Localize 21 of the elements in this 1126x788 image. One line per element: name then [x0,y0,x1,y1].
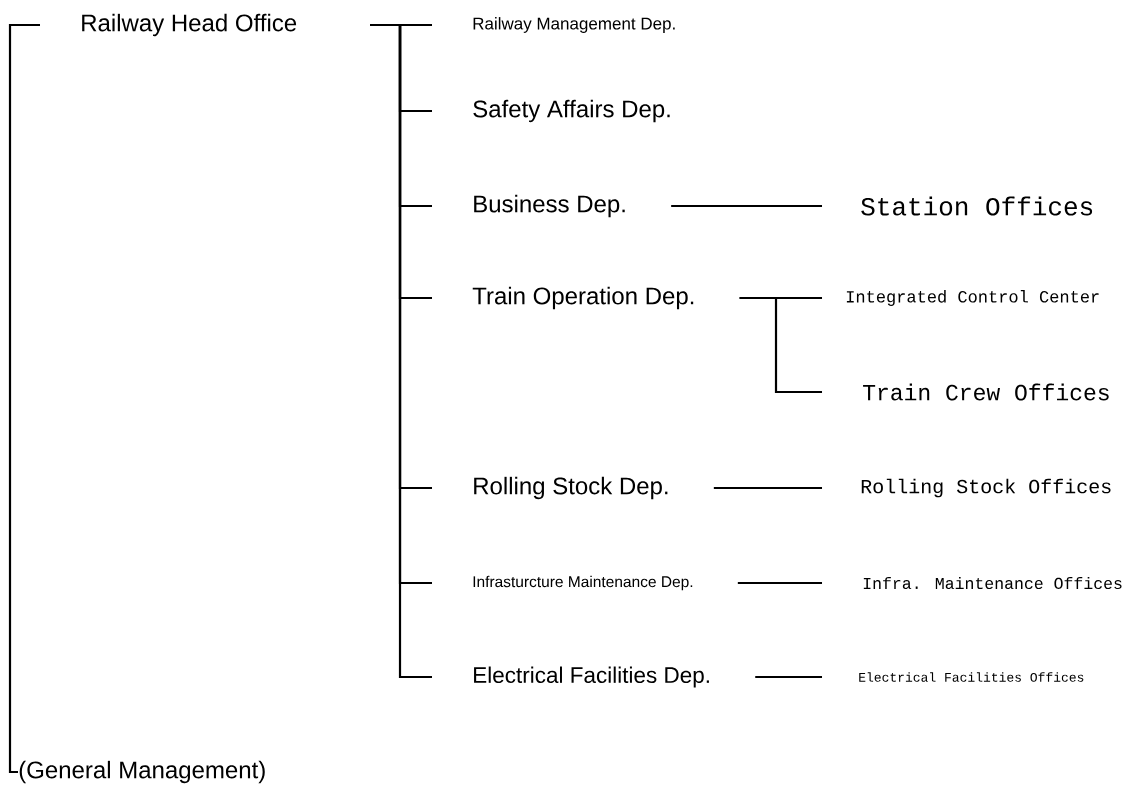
org-unit-label: Rolling Stock Offices [861,478,1111,498]
connector-line [671,204,822,208]
org-unit-label: Electrical Facilities Offices [859,672,1084,682]
org-unit-label: Station Offices [861,196,1093,216]
connector-line [755,675,822,679]
org-unit-label: Rolling Stock Dep. [474,476,668,500]
org-unit-label: Safety Affairs Dep. [473,99,670,123]
connector-line [737,581,822,585]
connector-line [713,486,822,490]
org-unit-label: Train Operation Dep. [472,286,694,310]
connector-line [739,296,822,394]
org-unit-label: Infra. Maintenance Offices [863,576,1122,590]
org-unit-label: Railway Management Dep. [473,17,675,33]
org-unit-label: Train Crew Offices [863,383,1109,401]
org-unit-label: (General Management) [19,760,265,784]
connector-line [8,23,40,774]
org-unit-label: Business Dep. [474,194,625,218]
org-unit-label: Railway Head Office [82,13,297,37]
org-unit-label: Infrasturcture Maintenance Dep. [473,575,693,591]
org-unit-label: Electrical Facilities Dep. [474,666,709,688]
org-unit-label: Integrated Control Center [846,290,1099,306]
